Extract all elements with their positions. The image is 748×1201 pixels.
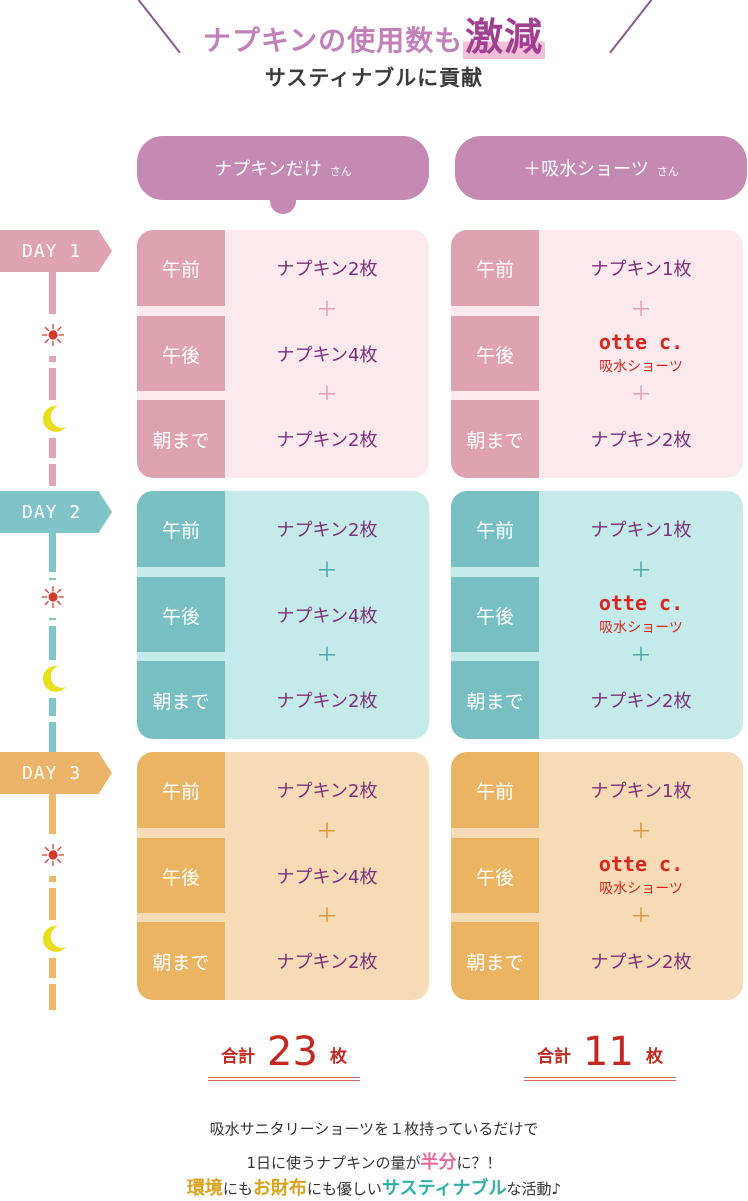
footer-line-2: 1日に使うナプキンの量が半分に？！ [0, 1148, 748, 1174]
column-b-title: ＋吸水ショーツ [523, 159, 649, 180]
usage-value: ナプキン1枚 [539, 752, 743, 828]
footer-line-3: 環境にもお財布にも優しいサスティナブルな活動♪ [0, 1174, 748, 1200]
day-label-1: DAY 1 [0, 230, 112, 272]
time-label: 午後 [451, 577, 539, 653]
plus-sign: ＋ [629, 298, 652, 323]
column-header-napkin-only: ナプキンだけさん [137, 136, 429, 214]
time-label: 朝まで [451, 661, 539, 739]
column-b-suffix: さん [656, 165, 679, 178]
plus-sign: ＋ [315, 820, 338, 845]
brand-logo: otte c. [598, 591, 684, 615]
usage-value: ナプキン2枚 [225, 400, 429, 478]
headline-emphasis: 激減 [463, 15, 546, 59]
usage-value: ナプキン2枚 [225, 491, 429, 567]
plus-sign: ＋ [315, 559, 338, 584]
time-label: 午前 [451, 491, 539, 567]
time-label: 午前 [137, 752, 225, 828]
usage-value: ナプキン4枚 [225, 577, 429, 653]
moon-icon [34, 660, 72, 698]
column-header-with-shorts: ＋吸水ショーツさん [455, 136, 747, 200]
usage-value: ナプキン2枚 [539, 922, 743, 1000]
total-unit: 枚 [329, 1047, 347, 1067]
usage-value: ナプキン4枚 [225, 838, 429, 914]
time-label: 朝まで [451, 400, 539, 478]
sun-icon: ☀ [34, 838, 72, 876]
usage-value: ナプキン2枚 [225, 922, 429, 1000]
time-label: 朝まで [137, 661, 225, 739]
time-label: 午後 [137, 316, 225, 392]
timeline-day1 [49, 272, 56, 486]
usage-value: ナプキン2枚 [539, 400, 743, 478]
time-label: 朝まで [137, 400, 225, 478]
total-label: 合計 [221, 1047, 256, 1067]
total-number: 23 [267, 1029, 318, 1075]
footer-line-2-pre: 1日に使うナプキンの量が [246, 1154, 421, 1172]
usage-value: ナプキン2枚 [225, 230, 429, 306]
footer-text: にも [222, 1180, 253, 1198]
timeline-day2 [49, 530, 56, 752]
brand-logo: otte c. [598, 852, 684, 876]
shorts-label: 吸水ショーツ [599, 881, 683, 897]
time-label: 午前 [451, 230, 539, 306]
subheadline: サスティナブルに貢献 [264, 66, 484, 90]
time-label: 午後 [451, 316, 539, 392]
time-label: 午後 [137, 577, 225, 653]
moon-icon [34, 920, 72, 958]
headline: ナプキンの使用数も激減 [0, 6, 748, 61]
footer-line-1: 吸水サニタリーショーツを１枚持っているだけで [209, 1120, 539, 1138]
usage-value: ナプキン1枚 [539, 491, 743, 567]
total-with-shorts: 合計 11 枚 [524, 1027, 676, 1081]
footer-line-2-post: に？！ [456, 1154, 502, 1172]
total-unit: 枚 [645, 1047, 663, 1067]
day-label-3: DAY 3 [0, 752, 112, 794]
time-label: 午前 [137, 230, 225, 306]
total-label: 合計 [537, 1047, 572, 1067]
usage-value: ナプキン2枚 [539, 661, 743, 739]
total-napkin-only: 合計 23 枚 [208, 1027, 360, 1081]
time-label: 午前 [451, 752, 539, 828]
footer-word-environment: 環境 [186, 1178, 223, 1199]
column-a-suffix: さん [329, 165, 352, 178]
day3-napkin-only-table: 午前ナプキン2枚 ＋ 午後ナプキン4枚 ＋ 朝までナプキン2枚 [137, 752, 429, 1000]
plus-sign: ＋ [315, 298, 338, 323]
footer-emphasis-half: 半分 [420, 1152, 457, 1173]
day1-napkin-only-table: 午前ナプキン2枚 ＋ 午後ナプキン4枚 ＋ 朝までナプキン2枚 [137, 230, 429, 478]
brand-logo: otte c. [598, 330, 684, 354]
usage-value: ナプキン2枚 [225, 661, 429, 739]
shorts-label: 吸水ショーツ [599, 620, 683, 636]
day2-napkin-only-table: 午前ナプキン2枚 ＋ 午後ナプキン4枚 ＋ 朝までナプキン2枚 [137, 491, 429, 739]
timeline-day3 [49, 792, 56, 1010]
sun-icon: ☀ [34, 318, 72, 356]
total-number: 11 [583, 1029, 634, 1075]
footer-text: な活動♪ [506, 1180, 562, 1198]
footer-word-sustainable: サスティナブル [381, 1178, 507, 1199]
plus-sign: ＋ [629, 820, 652, 845]
time-label: 朝まで [451, 922, 539, 1000]
time-label: 朝まで [137, 922, 225, 1000]
usage-value: ナプキン2枚 [225, 752, 429, 828]
usage-value: ナプキン4枚 [225, 316, 429, 392]
usage-value: ナプキン1枚 [539, 230, 743, 306]
sun-icon: ☀ [34, 580, 72, 618]
column-a-title: ナプキンだけ [214, 159, 322, 180]
moon-icon [34, 400, 72, 438]
time-label: 午前 [137, 491, 225, 567]
time-label: 午後 [451, 838, 539, 914]
plus-sign: ＋ [629, 559, 652, 584]
footer-word-wallet: お財布 [252, 1178, 307, 1199]
shorts-label: 吸水ショーツ [599, 359, 683, 375]
footer-text: にも優しい [306, 1180, 382, 1198]
time-label: 午後 [137, 838, 225, 914]
day-label-2: DAY 2 [0, 491, 112, 533]
headline-text: ナプキンの使用数も [202, 24, 464, 57]
